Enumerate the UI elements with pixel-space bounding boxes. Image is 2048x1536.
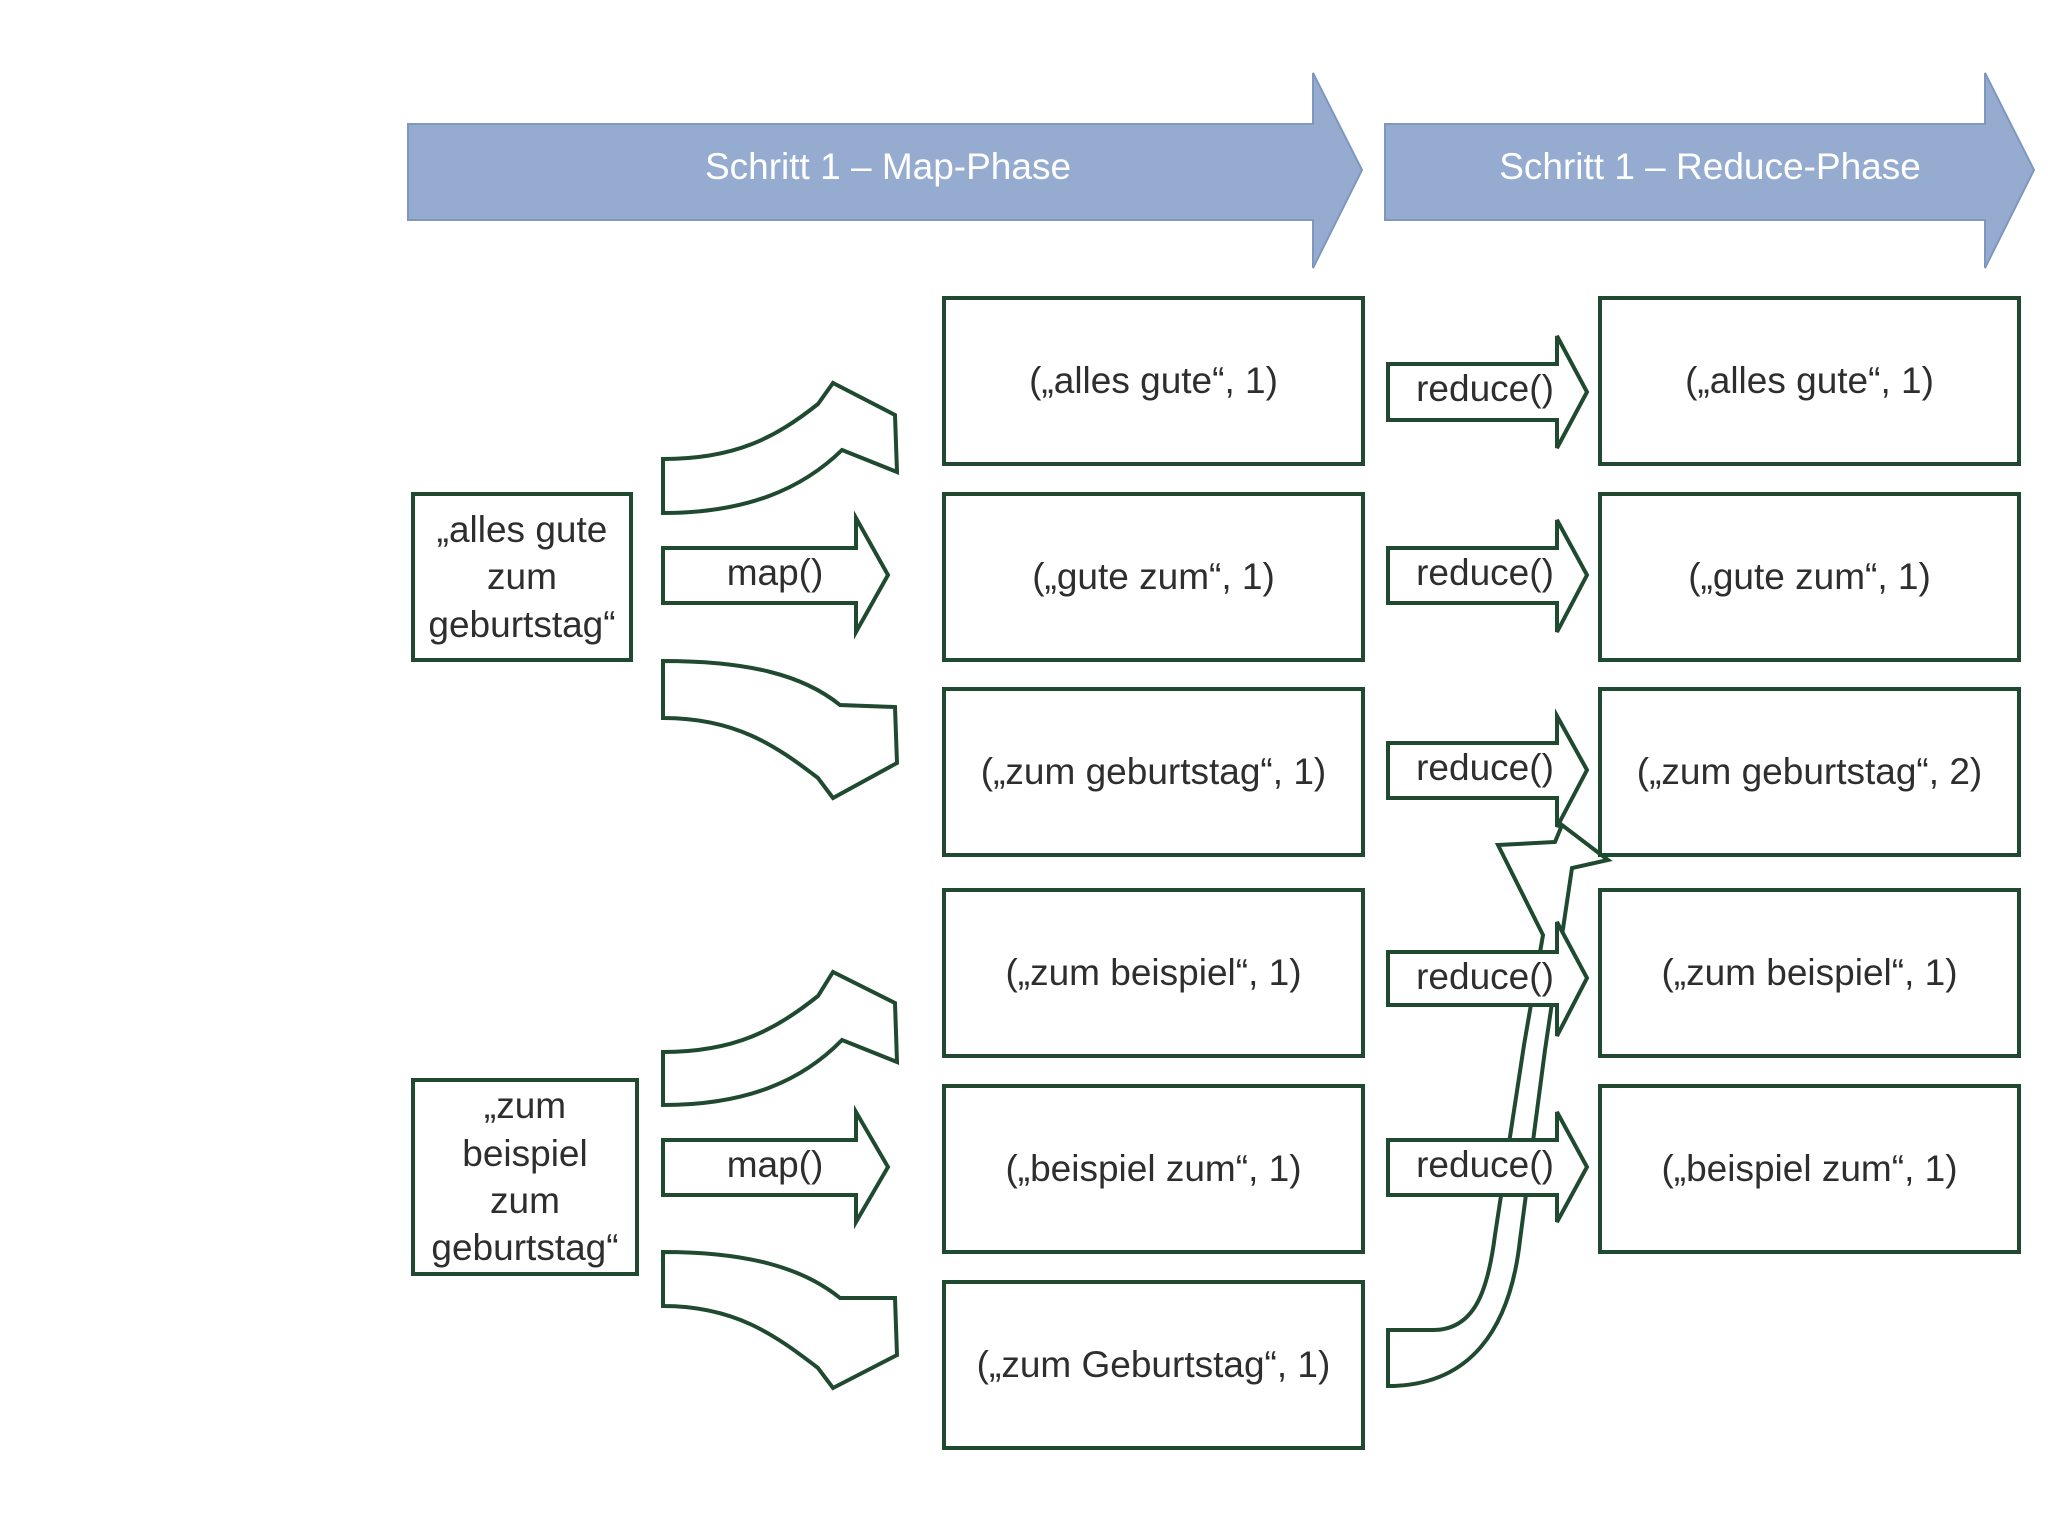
map-arrow-1 xyxy=(661,510,891,640)
input-2-line-3: zum xyxy=(490,1180,560,1221)
reduce-output-5: („beispiel zum“, 1) xyxy=(1598,1084,2021,1254)
input-1-line-3: geburtstag“ xyxy=(428,603,616,645)
reduce-label-5: reduce() xyxy=(1416,1144,1554,1185)
map-phase-arrow xyxy=(407,72,1364,269)
reduce-output-1: („alles gute“, 1) xyxy=(1598,296,2021,466)
curved-arrow-up-1 xyxy=(661,380,900,516)
input-2-line-2: beispiel xyxy=(462,1132,588,1174)
input-2-line-1: „zum xyxy=(483,1085,567,1127)
input-box-2: „zum beispiel zum geburtstag“ xyxy=(411,1078,639,1276)
reduce-output-3: („zum geburtstag“, 2) xyxy=(1598,687,2021,857)
map-label-1: map() xyxy=(726,552,824,593)
curved-arrow-down-2 xyxy=(661,1249,900,1391)
reduce-output-2: („gute zum“, 1) xyxy=(1598,492,2021,662)
reduce-label-1: reduce() xyxy=(1416,368,1554,409)
reduce-arrow-1 xyxy=(1386,335,1590,449)
reduce-output-4: („zum beispiel“, 1) xyxy=(1598,888,2021,1058)
reduce-arrow-4 xyxy=(1386,921,1590,1037)
reduce-arrow-2 xyxy=(1386,519,1590,633)
map-output-4: („zum beispiel“, 1) xyxy=(942,888,1365,1058)
input-1-line-2: zum xyxy=(487,556,557,598)
input-box-1: „alles gute zum geburtstag“ xyxy=(411,492,633,662)
reduce-label-4: reduce() xyxy=(1416,956,1554,997)
map-output-2: („gute zum“, 1) xyxy=(942,492,1365,662)
curved-arrow-down-1 xyxy=(661,658,900,801)
reduce-phase-arrow xyxy=(1384,72,2036,269)
map-output-6: („zum Geburtstag“, 1) xyxy=(942,1280,1365,1450)
reduce-label-2: reduce() xyxy=(1416,552,1554,593)
reduce-label-3: reduce() xyxy=(1416,747,1554,788)
reduce-phase-title: Schritt 1 – Reduce-Phase xyxy=(1499,146,1921,187)
map-label-2: map() xyxy=(726,1144,824,1185)
reduce-arrow-5 xyxy=(1386,1111,1590,1223)
map-phase-title: Schritt 1 – Map-Phase xyxy=(704,146,1072,187)
merge-arrow xyxy=(1386,821,1613,1389)
map-arrow-2 xyxy=(661,1104,891,1230)
reduce-arrow-3 xyxy=(1386,708,1590,828)
input-2-line-4: geburtstag“ xyxy=(431,1227,619,1269)
map-output-5: („beispiel zum“, 1) xyxy=(942,1084,1365,1254)
map-output-3: („zum geburtstag“, 1) xyxy=(942,687,1365,857)
map-output-1: („alles gute“, 1) xyxy=(942,296,1365,466)
input-1-line-1: „alles gute xyxy=(436,508,608,550)
curved-arrow-up-2 xyxy=(661,969,900,1108)
